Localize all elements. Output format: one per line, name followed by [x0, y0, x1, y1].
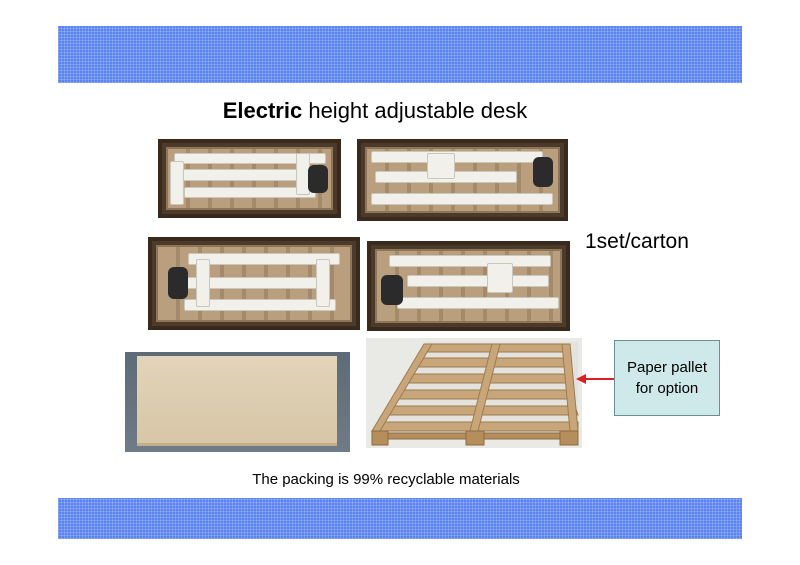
closed-box-photo	[125, 352, 350, 452]
carton-photo-4	[367, 241, 570, 331]
red-arrow-icon	[576, 374, 614, 384]
footer-caption: The packing is 99% recyclable materials	[252, 471, 520, 488]
carton-photo-3	[148, 237, 360, 330]
header-band	[58, 26, 742, 83]
title-rest: height adjustable desk	[302, 98, 528, 123]
title-bold: Electric	[222, 98, 303, 123]
paper-pallet-photo	[366, 338, 582, 448]
carton-photo-2	[357, 139, 568, 221]
per-carton-label: 1set/carton	[585, 230, 689, 253]
slide-title: Electric height adjustable desk	[0, 98, 750, 124]
pallet-drawing	[370, 342, 579, 446]
callout-line-1: Paper pallet	[626, 359, 708, 376]
footer-band	[58, 498, 742, 539]
carton-photo-1	[158, 139, 341, 218]
paper-pallet-callout: Paper pallet for option	[614, 340, 720, 416]
callout-line-2: for option	[635, 380, 699, 397]
